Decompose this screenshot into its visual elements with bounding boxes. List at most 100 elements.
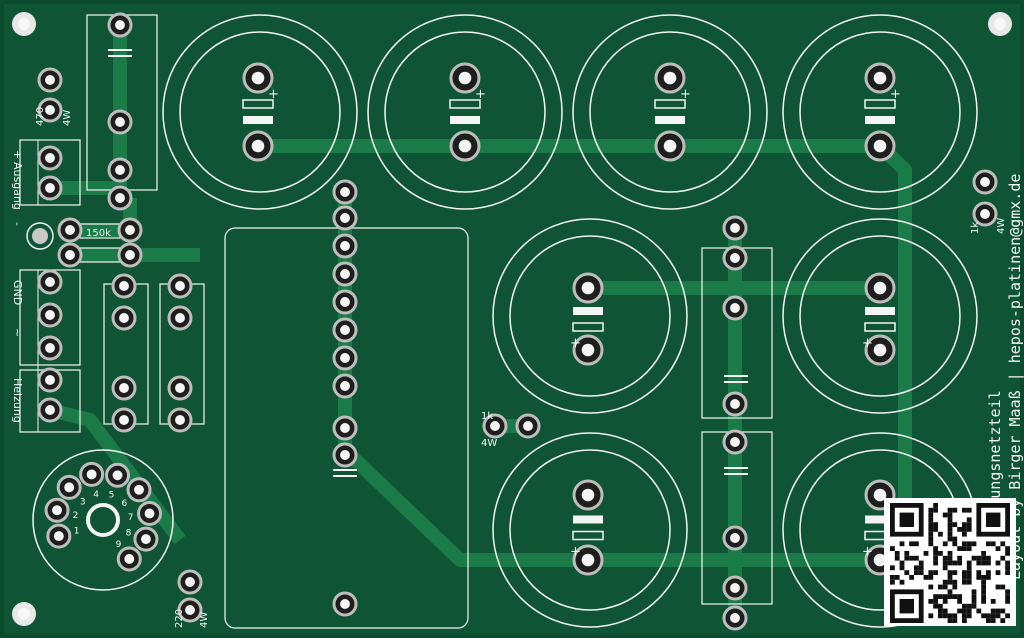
qr-module — [1005, 613, 1010, 619]
qr-module — [971, 603, 977, 609]
pad-hole — [980, 177, 990, 187]
qr-module — [942, 599, 948, 604]
qr-module — [1005, 551, 1010, 556]
pad-hole — [340, 381, 350, 391]
pad-hole — [873, 343, 887, 357]
pad-hole — [45, 405, 55, 415]
pad-hole — [490, 421, 500, 431]
qr-module — [947, 560, 953, 566]
label-r-150k: 150k — [86, 228, 111, 239]
pad-hole — [340, 450, 350, 460]
pad-hole — [53, 531, 64, 542]
pad-hole — [340, 325, 350, 335]
qr-module — [890, 575, 895, 580]
qr-module — [947, 618, 953, 623]
qr-module — [976, 575, 982, 580]
pad-hole — [340, 213, 350, 223]
qr-module — [995, 560, 1001, 566]
pad-hole — [730, 583, 740, 593]
tube-pin-label: 6 — [121, 499, 127, 509]
cap-plate-filled — [865, 307, 895, 315]
qr-module — [904, 570, 910, 575]
pad-hole — [873, 71, 887, 85]
qr-module — [928, 584, 934, 590]
qr-module — [981, 551, 986, 556]
label-r-220: 220 — [174, 609, 185, 628]
qr-module — [957, 594, 962, 599]
pad-hole — [119, 281, 129, 291]
pad-hole — [115, 165, 125, 175]
label-gnd: GND — [11, 280, 24, 305]
qr-module — [928, 512, 934, 518]
qr-module — [942, 512, 948, 518]
qr-module — [947, 575, 953, 580]
pad-hole — [185, 577, 195, 587]
qr-module — [947, 570, 953, 575]
qr-module — [928, 527, 934, 532]
qr-module — [990, 618, 996, 623]
qr-module — [990, 613, 996, 619]
pad-hole — [663, 139, 677, 153]
pad-hole — [65, 225, 75, 235]
qr-module — [952, 541, 958, 547]
label-ausgang-minus: - — [11, 222, 24, 226]
qr-module — [957, 599, 962, 604]
qr-module — [904, 555, 910, 561]
qr-module — [947, 551, 953, 556]
pad-hole — [144, 508, 155, 519]
qr-module — [995, 608, 1001, 614]
cap-plate-open — [864, 322, 896, 332]
qr-module — [995, 546, 1001, 551]
qr-module — [947, 613, 953, 619]
qr-module — [947, 579, 953, 585]
pad-hole — [581, 281, 595, 295]
qr-module — [962, 507, 967, 513]
qr-module — [899, 579, 905, 585]
qr-module — [962, 570, 967, 575]
qr-module — [966, 579, 972, 585]
qr-module — [990, 599, 996, 604]
label-ausgang: Ausgang — [11, 162, 24, 210]
qr-module — [938, 551, 943, 556]
qr-module — [933, 594, 938, 599]
qr-module — [947, 522, 953, 527]
pad-hole — [581, 488, 595, 502]
cap-plate-open — [242, 99, 274, 109]
qr-module — [966, 517, 972, 523]
qr-module — [894, 575, 900, 580]
qr-module — [966, 565, 972, 571]
pad-hole — [134, 484, 144, 495]
tube-pin-label: 7 — [128, 513, 134, 523]
cap-plate-open — [654, 99, 686, 109]
pad-hole — [124, 554, 135, 564]
qr-module — [966, 546, 972, 551]
tube-pin-label: 3 — [80, 498, 86, 508]
pad-hole — [45, 375, 55, 385]
cap-plus-mark: + — [570, 545, 581, 560]
mounting-hole-icon — [12, 12, 36, 36]
qr-module — [909, 541, 914, 547]
pad-hole — [581, 343, 595, 357]
capacitor-row-top — [162, 14, 978, 210]
qr-module — [942, 560, 948, 566]
cap-plus-mark: + — [890, 87, 901, 102]
qr-module — [947, 531, 953, 537]
qr-module — [976, 608, 982, 614]
pad-hole — [175, 281, 185, 291]
qr-module — [962, 531, 967, 537]
qr-module — [1005, 546, 1010, 551]
qr-module — [933, 546, 938, 551]
qr-module — [933, 570, 938, 575]
qr-module — [947, 512, 953, 518]
qr-module — [899, 541, 905, 547]
qr-module — [952, 536, 958, 542]
qr-module — [890, 579, 895, 585]
qr-module — [966, 603, 972, 609]
film-cap-symbols — [108, 49, 748, 477]
qr-module — [976, 560, 982, 566]
qr-module — [986, 541, 991, 547]
qr-module — [990, 541, 996, 547]
qr-module — [918, 560, 924, 566]
qr-module — [938, 608, 943, 614]
qr-module — [966, 560, 972, 566]
